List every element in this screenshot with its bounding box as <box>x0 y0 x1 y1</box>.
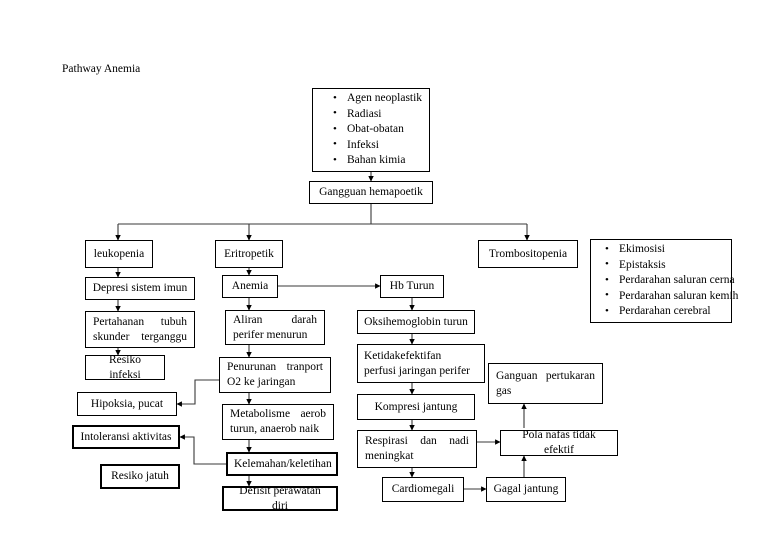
node-label: Ketidakefektifan perfusi jaringan perife… <box>358 349 484 379</box>
node-kompresi-jantung: Kompresi jantung <box>357 394 475 420</box>
node-label: Defisit perawatan diri <box>239 484 321 512</box>
list-item: Infeksi <box>333 137 423 153</box>
node-gangguan-hemapoetik: Gangguan hemapoetik <box>309 181 433 204</box>
list-item: Perdarahan saluran kemih <box>605 288 738 304</box>
node-label: Pertahanan tubuh skunder terganggu <box>86 315 194 345</box>
node-label-line2: meningkat <box>365 450 414 462</box>
node-label: Anemia <box>231 280 269 292</box>
node-aliran-darah-perifer: Aliran darah perifer menurun <box>225 310 325 345</box>
node-label-line1: Pertahanan tubuh <box>93 315 187 328</box>
node-label: Gagal jantung <box>493 483 559 495</box>
node-oksihemoglobin-turun: Oksihemoglobin turun <box>357 310 475 334</box>
node-penurunan-transport-o2: Penurunan tranport O2 ke jaringan <box>219 357 331 393</box>
node-label-line1: Metabolisme aerob <box>230 408 326 420</box>
node-cardiomegali: Cardiomegali <box>382 477 464 502</box>
node-kelemahan-keletihan: Kelemahan/keletihan <box>226 452 338 476</box>
node-label: Hb Turun <box>389 280 435 292</box>
node-label: Kompresi jantung <box>374 400 458 413</box>
node-label: Trombositopenia <box>488 247 568 260</box>
node-label: Resiko infeksi <box>109 353 141 381</box>
node-label-line1: Ganguan pertukaran <box>496 369 595 382</box>
node-causes: Agen neoplastik Radiasi Obat-obatan Infe… <box>312 88 430 172</box>
node-label: Eritropetik <box>224 247 274 260</box>
node-label: Depresi sistem imun <box>92 282 188 294</box>
node-label-line2: turun, anaerob naik <box>230 423 320 435</box>
node-hb-turun: Hb Turun <box>380 275 444 298</box>
node-ketidakefektifan-perfusi: Ketidakefektifan perfusi jaringan perife… <box>357 344 485 383</box>
list-item: Obat-obatan <box>333 122 423 138</box>
node-trombositopenia: Trombositopenia <box>478 240 578 268</box>
node-label: Metabolisme aerob turun, anaerob naik <box>223 407 333 437</box>
node-depresi-sistem-imun: Depresi sistem imun <box>85 277 195 300</box>
node-pola-nafas-tidak-efektif: Pola nafas tidak efektif <box>500 429 618 456</box>
trombositopenia-signs-list: Ekimosisi Epistaksis Perdarahan saluran … <box>591 242 738 320</box>
node-trombositopenia-signs: Ekimosisi Epistaksis Perdarahan saluran … <box>590 239 738 323</box>
node-label: Aliran darah perifer menurun <box>226 313 324 343</box>
node-label: Pola nafas tidak efektif <box>522 429 596 456</box>
node-label: Hipoksia, pucat <box>90 397 164 410</box>
node-resiko-jatuh: Resiko jatuh <box>100 464 180 489</box>
list-item: Ekimosisi <box>605 242 725 258</box>
node-label-line2: skunder terganggu <box>93 330 187 343</box>
node-label-line2: gas <box>496 384 512 397</box>
node-label-line1: Respirasi dan nadi <box>365 435 469 447</box>
node-hipoksia-pucat: Hipoksia, pucat <box>77 392 177 416</box>
node-label-line1: Aliran darah <box>233 313 317 326</box>
page-title: Pathway Anemia <box>62 63 141 75</box>
list-item: Epistaksis <box>605 257 725 273</box>
node-label: Penurunan tranport O2 ke jaringan <box>220 360 330 390</box>
node-intoleransi-aktivitas: Intoleransi aktivitas <box>72 425 180 449</box>
node-label-line1: Penurunan tranport <box>227 361 323 373</box>
node-label: leukopenia <box>93 247 145 260</box>
node-label: Gangguan hemapoetik <box>319 186 423 198</box>
node-ganguan-pertukaran-gas: Ganguan pertukaran gas <box>488 363 603 404</box>
node-label: Cardiomegali <box>391 483 455 495</box>
node-metabolisme-aerob: Metabolisme aerob turun, anaerob naik <box>222 404 334 440</box>
node-gagal-jantung: Gagal jantung <box>486 477 566 502</box>
node-label: Kelemahan/keletihan <box>234 457 332 470</box>
node-label: Intoleransi aktivitas <box>80 430 172 443</box>
node-label-line2: O2 ke jaringan <box>227 376 296 388</box>
node-anemia: Anemia <box>222 275 278 298</box>
node-label: Oksihemoglobin turun <box>364 315 468 328</box>
list-item: Bahan kimia <box>333 153 423 169</box>
list-item: Perdarahan cerebral <box>605 304 725 320</box>
node-label-line2: perfusi jaringan perifer <box>364 364 471 377</box>
node-leukopenia: leukopenia <box>85 240 153 268</box>
node-label: Resiko jatuh <box>111 470 169 482</box>
node-eritropetik: Eritropetik <box>215 240 283 268</box>
node-label-line2: perifer menurun <box>233 328 308 341</box>
list-item: Perdarahan saluran cerna <box>605 273 735 289</box>
list-item: Radiasi <box>333 106 423 122</box>
causes-list: Agen neoplastik Radiasi Obat-obatan Infe… <box>313 91 429 168</box>
node-resiko-infeksi: Resiko infeksi <box>85 353 165 381</box>
node-label: Ganguan pertukaran gas <box>489 369 602 399</box>
node-defisit-perawatan-diri: Defisit perawatan diri <box>222 484 338 512</box>
node-label: Respirasi dan nadi meningkat <box>358 434 476 464</box>
node-label-line1: Ketidakefektifan <box>364 349 442 362</box>
node-respirasi-nadi-meningkat: Respirasi dan nadi meningkat <box>357 430 477 468</box>
node-pertahanan-tubuh-skunder: Pertahanan tubuh skunder terganggu <box>85 311 195 348</box>
list-item: Agen neoplastik <box>333 91 423 107</box>
